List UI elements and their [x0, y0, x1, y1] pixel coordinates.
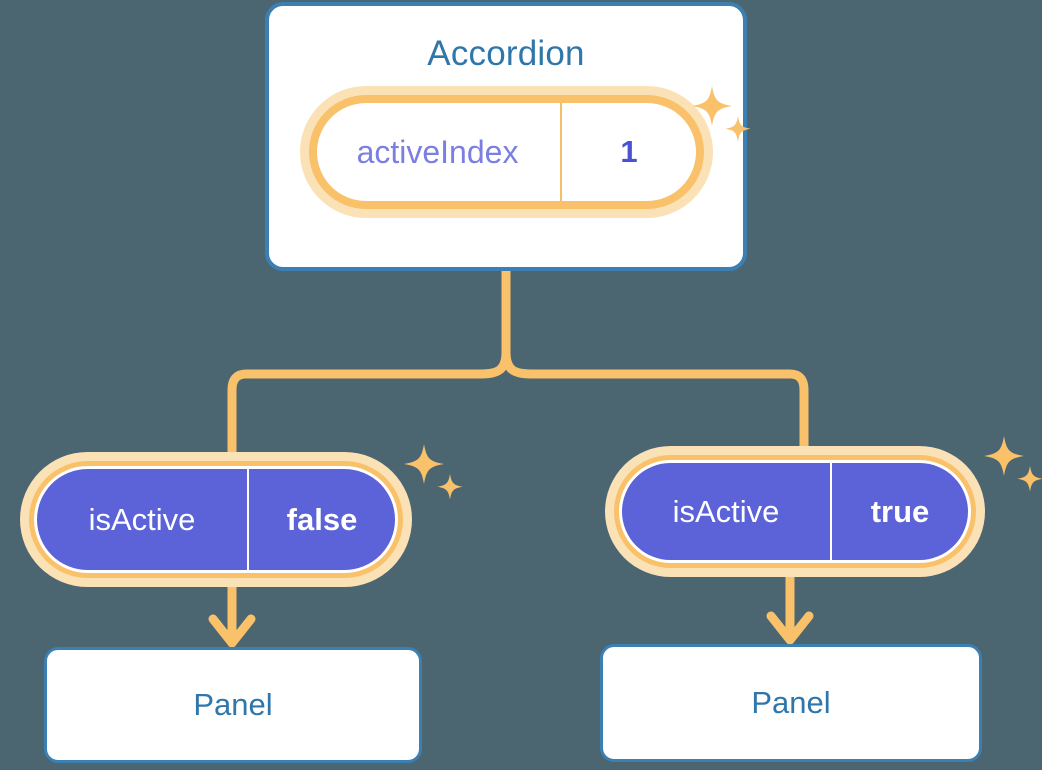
state-pill-is-active-left[interactable]: isActive false [20, 452, 412, 587]
panel-label: Panel [751, 685, 831, 720]
state-value-label: true [870, 493, 930, 529]
arrow-down-icon-left [208, 614, 256, 648]
panel-label: Panel [193, 687, 273, 722]
state-key-label: activeIndex [317, 103, 562, 201]
accordion-title: Accordion [427, 34, 585, 73]
pill-body: isActive false [34, 466, 398, 573]
pill-inner: isActive true [622, 463, 968, 560]
state-pill-is-active-right[interactable]: isActive true [605, 446, 985, 577]
sparkle-group-right [984, 436, 1042, 492]
state-key-label: isActive [622, 463, 832, 560]
state-pill-active-index[interactable]: activeIndex 1 [300, 86, 713, 218]
panel-box-right[interactable]: Panel [600, 644, 982, 762]
state-value-label: 1 [620, 134, 638, 169]
connector-branch-left [227, 347, 511, 467]
panel-box-left[interactable]: Panel [44, 647, 422, 763]
pill-inner: isActive false [37, 469, 395, 570]
state-value-label: false [286, 501, 358, 537]
sparkle-small-icon [1017, 466, 1042, 492]
arrow-down-icon-right [766, 611, 814, 645]
sparkle-icon [984, 436, 1024, 476]
state-key-label: isActive [37, 469, 249, 570]
pill-body: activeIndex 1 [317, 103, 696, 201]
connector-branch-right [501, 347, 809, 461]
sparkle-small-icon [437, 474, 463, 500]
pill-body: isActive true [619, 460, 971, 563]
